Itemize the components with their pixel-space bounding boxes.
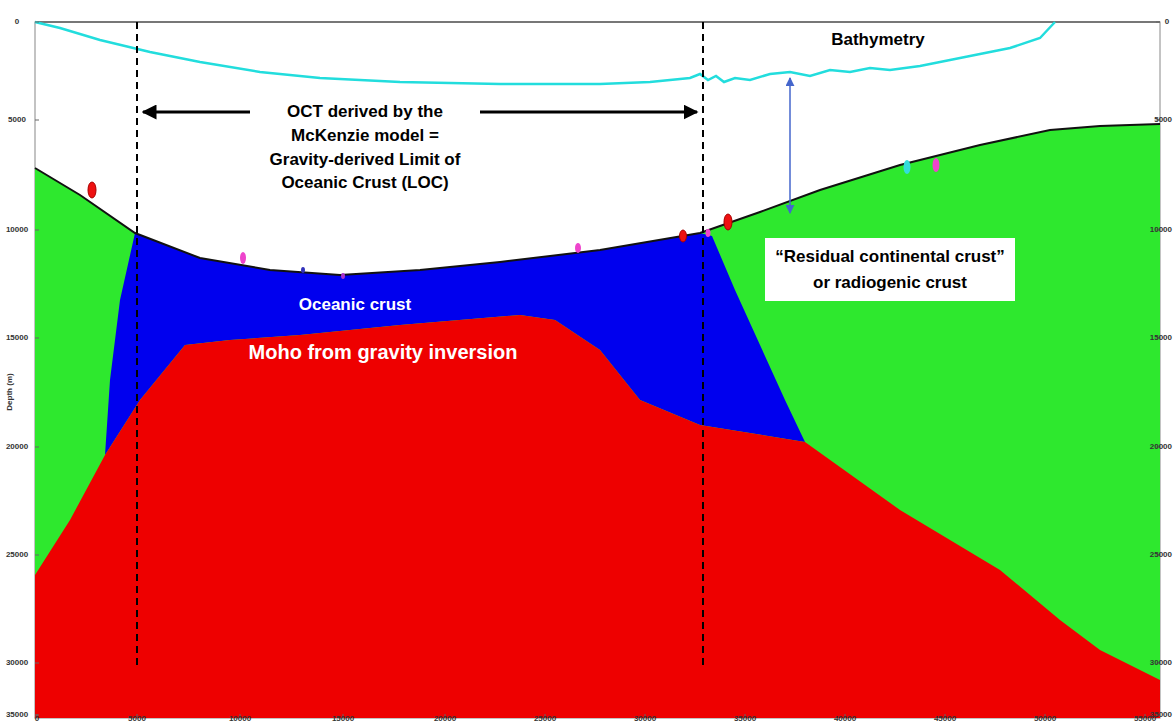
- y-tick-label: 30000: [1150, 659, 1172, 668]
- x-tick-label: 10000: [229, 714, 251, 723]
- tick-mark: [1156, 22, 1160, 23]
- x-tick-label: 5000: [128, 714, 146, 723]
- tick-mark: [35, 230, 39, 231]
- y-tick-label: 15000: [6, 334, 28, 343]
- plot-frame: [35, 22, 1160, 718]
- depth-arrow: [789, 78, 791, 213]
- x-tick-label: 25000: [534, 714, 556, 723]
- x-tick-label: 30000: [634, 714, 656, 723]
- y-tick-label: 20000: [1150, 443, 1172, 452]
- annotation-text: “Residual continental crust” or radiogen…: [775, 244, 1005, 295]
- layer-label: Oceanic crust: [299, 296, 411, 315]
- x-tick-label: 40000: [834, 714, 856, 723]
- oct-annotation-box: OCT derived by the McKenzie model = Grav…: [256, 98, 474, 197]
- x-tick-label: 0: [35, 714, 39, 723]
- axis-title: Depth (m): [6, 373, 15, 410]
- y-tick-label: 5000: [1154, 116, 1172, 125]
- oct-arrow: [480, 111, 697, 114]
- y-tick-label: 5000: [8, 116, 26, 125]
- x-tick-label: 35000: [734, 714, 756, 723]
- tick-mark: [35, 663, 39, 664]
- x-tick-label: 45000: [934, 714, 956, 723]
- bathymetry-line: [35, 22, 1055, 84]
- tick-mark: [35, 555, 39, 556]
- tick-mark: [35, 22, 39, 23]
- y-tick-label: 15000: [1150, 334, 1172, 343]
- residual-crust-box: “Residual continental crust” or radiogen…: [765, 238, 1015, 301]
- axis-ticks: [35, 22, 1160, 718]
- y-tick-label: 10000: [6, 226, 28, 235]
- sea-level-line: [35, 21, 1160, 23]
- x-tick-label: 50000: [1034, 714, 1056, 723]
- mantle-moho: [35, 315, 1160, 718]
- series-label: Bathymetry: [831, 31, 925, 50]
- oct-arrow: [143, 111, 250, 114]
- tick-mark: [35, 447, 39, 448]
- y-tick-label: 20000: [6, 443, 28, 452]
- continental-crust: [35, 124, 1160, 718]
- y-tick-label: 30000: [6, 659, 28, 668]
- y-tick-label: 10000: [1150, 226, 1172, 235]
- layer-label: Moho from gravity inversion: [249, 341, 518, 363]
- y-tick-label: 25000: [6, 551, 28, 560]
- tick-mark: [35, 120, 39, 121]
- y-tick-label: 25000: [1150, 551, 1172, 560]
- y-tick-label: 0: [15, 18, 19, 27]
- y-tick-label: 0: [1165, 18, 1169, 27]
- x-tick-label: 15000: [332, 714, 354, 723]
- oct-limit-line: [136, 22, 138, 668]
- tick-mark: [35, 338, 39, 339]
- y-tick-label: 35000: [1150, 711, 1172, 720]
- y-tick-label: 35000: [6, 711, 28, 720]
- x-tick-label: 20000: [434, 714, 456, 723]
- annotation-text: OCT derived by the McKenzie model = Grav…: [260, 100, 470, 195]
- oct-limit-line: [702, 22, 704, 668]
